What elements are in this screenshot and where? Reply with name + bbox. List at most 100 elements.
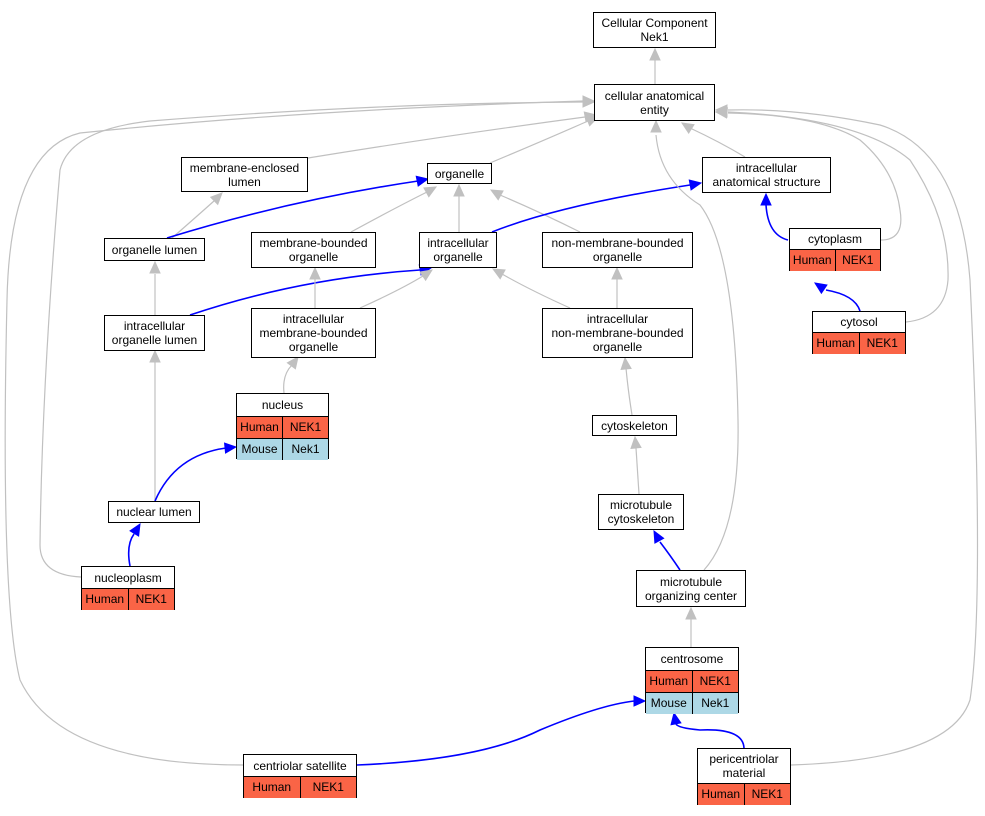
arrowhead [149,349,161,363]
arrowhead [223,442,238,454]
edge-pcm-cae [727,109,979,766]
edge-censat-centrosome [356,700,635,766]
species-cell: Human [85,592,125,606]
arrowhead [813,282,828,295]
arrowhead [653,529,665,544]
edge-nucleoplasm-nuclumen [127,533,135,567]
node-title: organelle lumen [105,239,204,260]
arrowhead [688,179,703,191]
edge-inmbo-io [501,273,571,309]
edge-mbo-organelle [350,191,428,233]
node-title: centrosome [646,648,738,670]
node-title-line: intracellular [123,319,186,333]
arrowhead [489,189,504,201]
edge-orglumen-mel [171,200,215,239]
arrowhead [680,122,695,134]
edge-nucleoplasm-cae [39,101,584,578]
node-title-line: centriolar satellite [253,758,347,773]
edge-mtoc-mtcyto [659,541,681,571]
arrowhead [453,183,465,197]
node-title-line: non-membrane-bounded [551,326,684,340]
edge-mtoc-cae [655,134,739,571]
arrowhead [650,119,662,133]
node-title-line: non-membrane-bounded [551,236,684,250]
node-title: nuclear lumen [109,502,199,522]
species-cell: Human [792,253,832,267]
node-title-line: membrane-enclosed [189,160,300,175]
node-title-line: organizing center [644,588,738,603]
arrowhead [620,356,632,371]
gene-cell: NEK1 [299,777,357,798]
species-cell: Human [701,787,741,801]
node-title-line: cytoplasm [807,232,863,246]
node-title: centriolar satellite [244,755,356,776]
node-title: cytoplasm [790,229,880,249]
node-title-line: anatomical structure [712,175,821,189]
arrowhead [419,269,434,282]
arrowhead [760,192,772,206]
edge-io-ias [491,184,691,233]
node-title: cytosol [813,312,905,332]
gene-cell: Nek1 [282,439,328,460]
node-title-line: organelle [592,340,643,354]
node-title-line: organelle lumen [111,333,198,347]
node-title-line: entity [640,102,669,117]
node-title-line: cellular anatomical [604,88,705,103]
arrowhead [714,104,728,116]
arrowhead [209,192,223,206]
arrowhead [149,260,161,274]
node-organelle[interactable]: organelle [427,163,492,184]
node-cytoskeleton[interactable]: cytoskeleton [592,415,677,436]
node-nuclumen[interactable]: nuclear lumen [108,501,200,523]
arrowhead [685,606,697,620]
node-title-line: organelle [592,250,643,264]
edge-pcm-centrosome [675,723,745,749]
arrowhead [649,47,661,61]
node-title-line: nuclear lumen [116,505,192,519]
species-cell: Human [240,420,279,434]
node-title-line: intracellular [427,236,489,250]
gene-cell: NEK1 [691,671,739,692]
species-cell: Mouse [650,696,687,710]
node-title-line: cytoskeleton [601,418,668,433]
node-title-line: Nek1 [640,30,669,44]
edge-organelle-cae [489,120,589,164]
node-title-line: pericentriolar [709,752,779,766]
node-title: organelle [428,164,491,183]
node-title-line: organelle [434,166,485,181]
node-orglumen[interactable]: organelle lumen [104,238,205,261]
node-title-line: membrane-bounded [259,236,368,250]
